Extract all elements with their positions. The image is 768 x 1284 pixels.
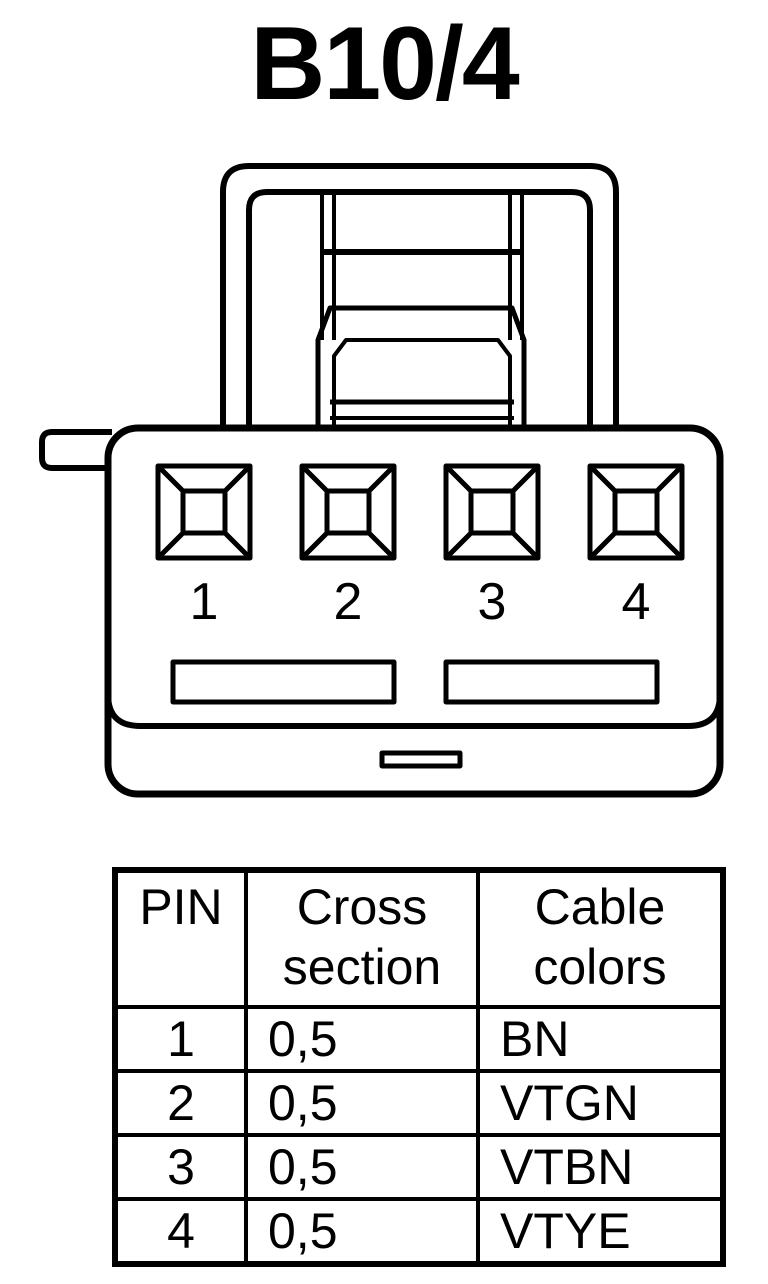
cell-cable-color: VTYE <box>476 1197 725 1266</box>
table-row: 3 0,5 VTBN <box>113 1133 725 1201</box>
connector-bottom-slot <box>379 750 463 769</box>
table-row: 2 0,5 VTGN <box>113 1069 725 1137</box>
pin-cavity-1 <box>155 463 253 561</box>
cell-cable-color: VTBN <box>476 1133 725 1201</box>
pin-cavity-3 <box>443 463 541 561</box>
connector-drawing <box>39 163 724 798</box>
header-cross-section: Cross section <box>244 868 480 1009</box>
cell-pin: 3 <box>113 1133 248 1201</box>
table-row: 1 0,5 BN <box>113 1005 725 1073</box>
pin-label-4: 4 <box>621 573 651 631</box>
connector-slot-right <box>443 659 660 705</box>
pin-label-3: 3 <box>477 573 507 631</box>
cell-cable-color: BN <box>476 1005 725 1073</box>
pin-label-2: 2 <box>333 573 363 631</box>
pin-cavity-2 <box>299 463 397 561</box>
cell-cross-section: 0,5 <box>244 1133 480 1201</box>
cell-pin: 1 <box>113 1005 248 1073</box>
connector-side-tab <box>39 429 112 471</box>
table-header-row: PIN Cross section Cable colors <box>113 868 725 1009</box>
cell-cross-section: 0,5 <box>244 1069 480 1137</box>
cell-cross-section: 0,5 <box>244 1005 480 1073</box>
connector-slot-left <box>170 659 397 705</box>
table-row: 4 0,5 VTYE <box>113 1197 725 1266</box>
cell-pin: 4 <box>113 1197 248 1266</box>
connector-body-ledge <box>105 693 723 729</box>
header-pin: PIN <box>113 868 248 1009</box>
pin-label-1: 1 <box>189 573 219 631</box>
pin-table: PIN Cross section Cable colors 1 0,5 BN … <box>112 867 726 1267</box>
connector-latch <box>220 163 619 430</box>
connector-body <box>104 424 724 798</box>
header-cable-colors: Cable colors <box>476 868 725 1009</box>
cell-cross-section: 0,5 <box>244 1197 480 1266</box>
pin-cavity-4 <box>587 463 685 561</box>
cell-cable-color: VTGN <box>476 1069 725 1137</box>
cell-pin: 2 <box>113 1069 248 1137</box>
connector-title: B10/4 <box>250 6 520 122</box>
